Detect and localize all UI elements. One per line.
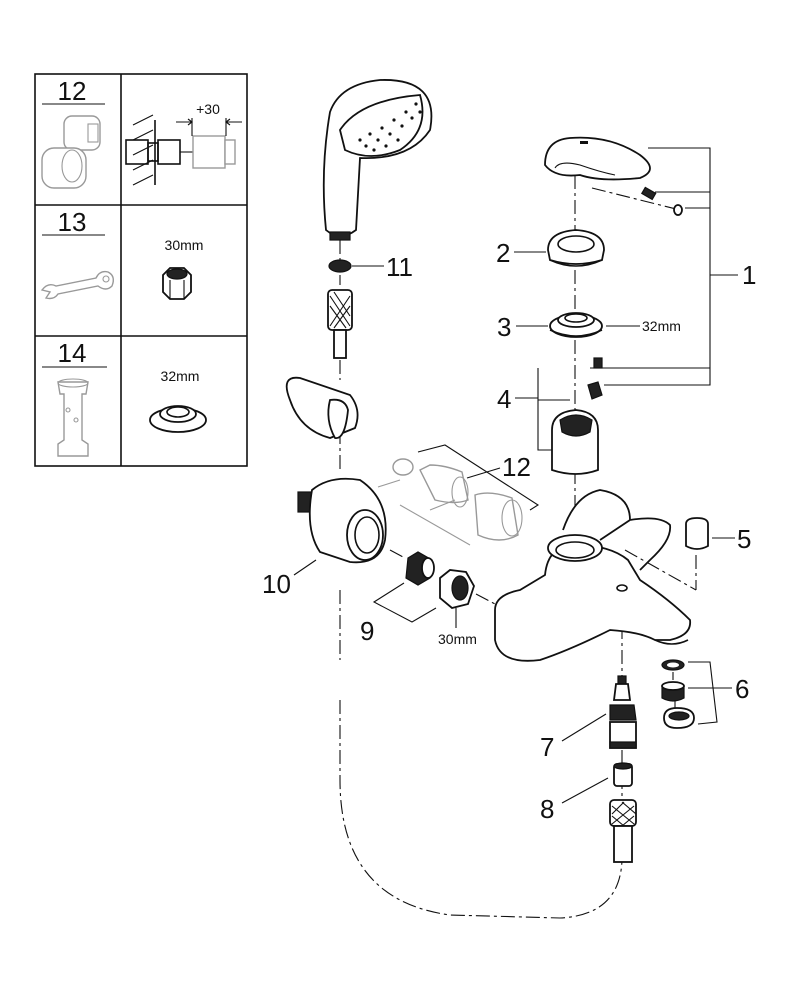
shower-hose-path xyxy=(339,700,623,919)
legend-row-12: 12 +30 xyxy=(41,76,242,189)
cap-part xyxy=(624,517,735,591)
nut-size-label: 30mm xyxy=(165,237,204,253)
callout-11: 11 xyxy=(386,252,413,282)
wall-union-part xyxy=(297,477,387,564)
screw-plug-part xyxy=(673,204,683,216)
callout-5: 5 xyxy=(737,524,751,554)
ring-nut-size-label: 32mm xyxy=(161,368,200,384)
callout-9-size: 30mm xyxy=(438,631,477,647)
callout-9: 9 xyxy=(360,616,374,646)
check-valve-part xyxy=(561,762,633,804)
callout-8: 8 xyxy=(540,794,554,824)
legend-row-14: 14 32mm xyxy=(42,338,207,457)
spray-nozzles xyxy=(358,102,422,152)
callout-1: 1 xyxy=(742,260,756,290)
legend-number-13: 13 xyxy=(58,207,87,237)
wall-extension-icon xyxy=(125,114,242,186)
callout-bracket-1 xyxy=(590,147,738,386)
wrench-icon xyxy=(40,270,115,300)
lever-handle-part xyxy=(544,136,651,181)
hose-nut-part xyxy=(327,289,353,359)
aerator-set-part xyxy=(661,659,732,729)
legend-number-12: 12 xyxy=(58,76,87,106)
eccentric-nut-part xyxy=(372,549,496,628)
callout-4: 4 xyxy=(497,384,511,414)
callout-6: 6 xyxy=(735,674,749,704)
wall-holder-part xyxy=(285,376,359,439)
callout-labels: 1 2 3 32mm 4 5 6 7 8 9 30mm 10 11 12 xyxy=(262,238,756,824)
callout-12: 12 xyxy=(502,452,531,482)
callout-7: 7 xyxy=(540,732,554,762)
callout-2: 2 xyxy=(496,238,510,268)
diverter-part xyxy=(561,675,637,749)
hose-washer-part xyxy=(328,259,384,273)
hose-end-nut-part xyxy=(609,799,637,863)
ring-nut-icon xyxy=(149,405,207,433)
hand-shower-part xyxy=(322,79,433,241)
extension-pieces-icon xyxy=(41,115,101,189)
cartridge-nut-part xyxy=(516,312,640,338)
grub-screw-part xyxy=(640,186,657,201)
legend-row-13: 13 30mm xyxy=(40,207,204,300)
cartridge-tool-icon xyxy=(57,378,89,457)
callout-10: 10 xyxy=(262,569,291,599)
callout-3: 3 xyxy=(497,312,511,342)
mixer-body-part xyxy=(494,489,692,662)
legend-table-border xyxy=(34,73,248,467)
callout-3-size: 32mm xyxy=(642,318,681,334)
legend-number-14: 14 xyxy=(58,338,87,368)
hex-nut-icon xyxy=(162,267,192,300)
extension-dimension-label: +30 xyxy=(196,101,220,117)
cartridge-part xyxy=(515,357,603,475)
extension-set-part xyxy=(377,444,540,546)
legend-table: 12 +30 xyxy=(34,73,248,467)
escutcheon-part xyxy=(514,229,605,267)
